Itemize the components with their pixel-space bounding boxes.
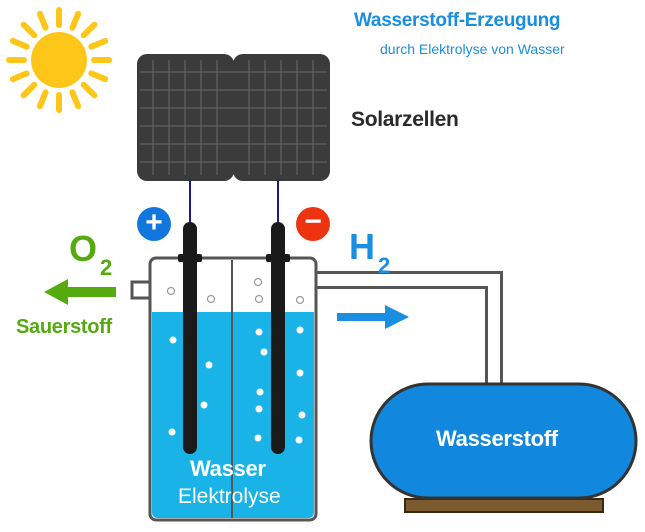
sun-ray <box>80 81 98 99</box>
sun-ray <box>80 21 98 39</box>
plus-sign: + <box>145 206 163 239</box>
oxygen-label: Sauerstoff <box>16 316 112 338</box>
sun-icon <box>6 7 112 113</box>
sun-ray <box>88 70 109 83</box>
anode-electrode <box>178 222 202 454</box>
sun-ray <box>36 10 49 31</box>
storage-tank-label: Wasserstoff <box>436 426 558 451</box>
sun-ray <box>9 70 30 83</box>
sun-ray <box>88 37 109 50</box>
arrow-left-icon <box>44 279 116 305</box>
sun-ray <box>69 10 82 31</box>
sun-ray <box>20 81 38 99</box>
arrow-right-icon <box>337 305 409 329</box>
electrolysis-label-line2: Elektrolyse <box>178 485 281 508</box>
sun-ray <box>9 37 30 50</box>
hydrogen-pipe <box>316 271 503 384</box>
sun-ray <box>20 21 38 39</box>
hydrogen-symbol: H <box>349 226 375 267</box>
solar-cells-label: Solarzellen <box>351 108 459 131</box>
solar-panel-icon <box>137 54 330 181</box>
minus-terminal-icon <box>296 207 330 241</box>
sun-ray <box>36 89 49 110</box>
cathode-electrode <box>266 222 290 454</box>
storage-tank <box>369 382 638 513</box>
oxygen-subscript: 2 <box>100 255 113 280</box>
sun-ray <box>69 89 82 110</box>
minus-sign: − <box>304 205 322 238</box>
diagram-subtitle: durch Elektrolyse von Wasser <box>380 41 565 57</box>
diagram-title: Wasserstoff-Erzeugung <box>354 10 561 31</box>
plus-terminal-icon <box>137 207 171 241</box>
water-bubbles <box>168 326 306 444</box>
hydrogen-subscript: 2 <box>378 253 391 278</box>
electrolysis-label-line1: Wasser <box>190 456 266 481</box>
oxygen-symbol: O <box>69 228 98 269</box>
gas-bubbles <box>166 277 305 305</box>
